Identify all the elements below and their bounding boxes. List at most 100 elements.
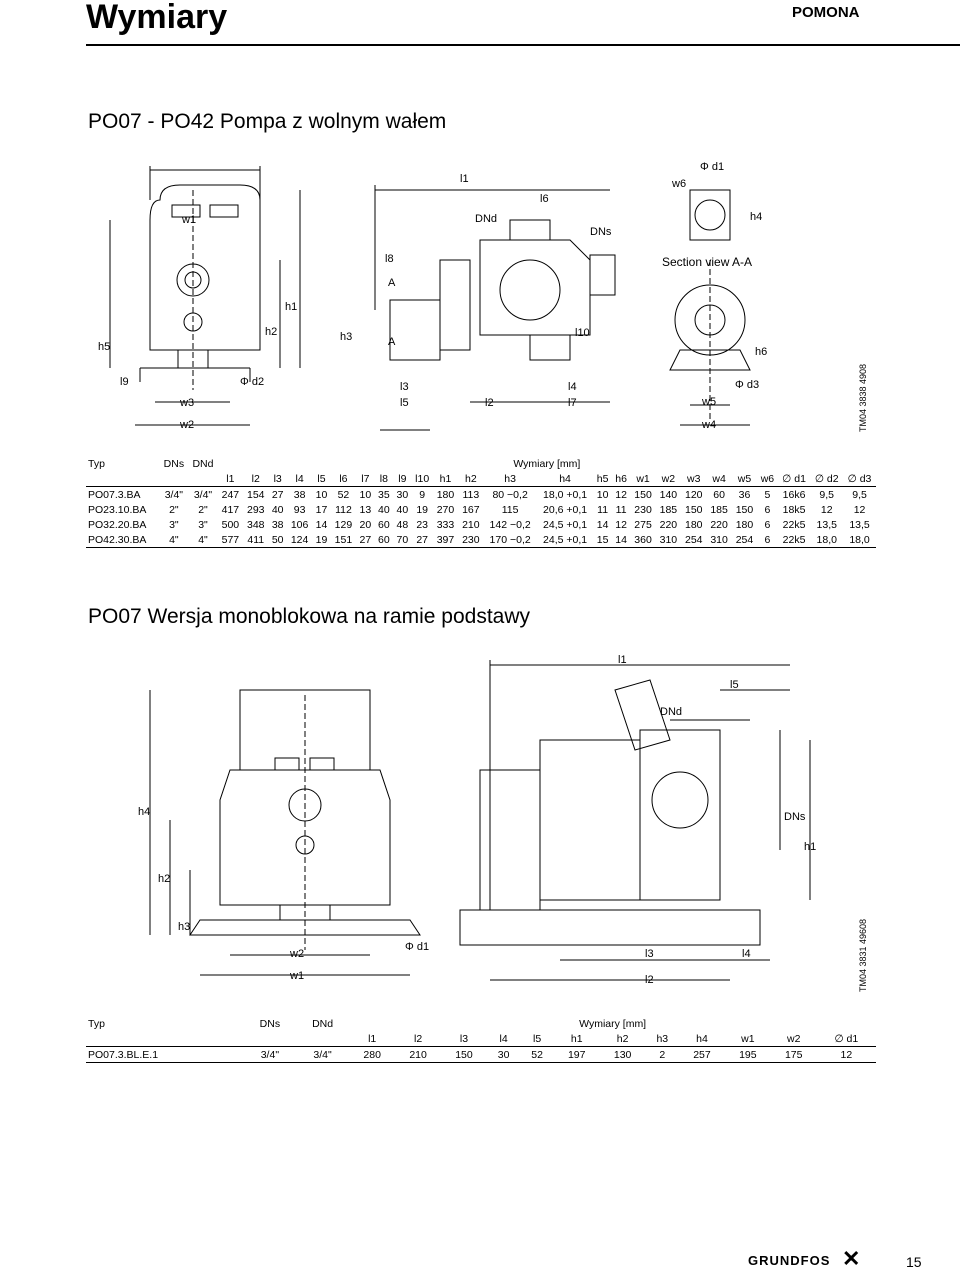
table-column-header: w3 (681, 471, 707, 487)
product-brand: POMONA (792, 4, 860, 21)
grundfos-logo: GRUNDFOS (748, 1253, 831, 1268)
table-cell: 180 (684, 518, 703, 531)
table-cell: 142 −0,2 (489, 518, 531, 531)
table-column-header: l7 (356, 471, 375, 487)
table-cell: 333 (436, 518, 455, 531)
table-column-header: ∅ d1 (816, 1031, 876, 1047)
table-cell: 2" (169, 503, 179, 516)
table-cell: 270 (436, 503, 455, 516)
table-header-spacer (295, 1031, 350, 1047)
table-cell: 140 (659, 488, 678, 501)
table-cell: 18,0 (810, 532, 844, 548)
table-column-header: l9 (393, 471, 412, 487)
table-column-header: ∅ d3 (843, 471, 876, 487)
page-title: Wymiary (86, 0, 228, 36)
table-cell: 2 (645, 1046, 680, 1063)
table-column-header: h4 (536, 471, 594, 487)
table-cell: 80 −0,2 (492, 488, 528, 501)
table-column-header: h4 (679, 1031, 725, 1047)
table-cell: 27 (271, 488, 284, 501)
table-column-header: l5 (520, 1031, 554, 1047)
dim-label-d2: Φ d2 (240, 376, 264, 388)
section1-title: PO07 - PO42 Pompa z wolnym wałem (88, 110, 447, 133)
col-dnd: DNd (192, 457, 214, 470)
table-cell: 6 (757, 532, 778, 548)
table-cell: 3" (169, 518, 179, 531)
table-column-header: l4 (286, 471, 313, 487)
s2-dim-label-DNs: DNs (784, 811, 806, 823)
table-cell: PO07.3.BA (88, 488, 141, 501)
s2-table-caption: Wymiary [mm] (579, 1017, 647, 1030)
dim-label-w1: w1 (181, 214, 196, 226)
table-cell: 113 (462, 488, 480, 501)
table-cell: 150 (735, 503, 754, 516)
table-cell: 17 (315, 503, 328, 516)
table-cell: 154 (246, 488, 265, 501)
table-cell: 30 (396, 488, 409, 501)
dim-label-w5: w5 (701, 396, 716, 408)
table-cell: 293 (246, 503, 265, 516)
table-cell: 23 (416, 518, 429, 531)
dim-label-l1: l1 (460, 173, 469, 185)
s2-dim-label-h3: h3 (178, 921, 190, 933)
table-cell: 220 (710, 518, 728, 531)
table-cell: 417 (221, 503, 240, 516)
table-cell: 150 (684, 503, 703, 516)
table-column-header: w5 (731, 471, 758, 487)
table-cell: 180 (735, 518, 754, 531)
table-cell: 14 (611, 532, 631, 548)
dim-label-w2: w2 (179, 419, 194, 431)
s2-dim-label-w1: w1 (289, 970, 304, 982)
table-cell: 4" (159, 532, 189, 548)
dim-label-d1: Φ d1 (700, 161, 724, 173)
table-header-spacer (243, 1031, 296, 1047)
table-column-header: h3 (483, 471, 537, 487)
table-cell: 70 (393, 532, 412, 548)
s2-dim-label-l2: l2 (645, 974, 654, 986)
table-cell: 50 (268, 532, 287, 548)
table-cell: 13,5 (816, 518, 837, 531)
table-cell: 11 (615, 503, 627, 516)
table-column-header: ∅ d1 (777, 471, 811, 487)
table-cell: 3/4" (164, 488, 184, 501)
table-cell: 10 (315, 488, 328, 501)
section2-title: PO07 Wersja monoblokowa na ramie podstaw… (88, 605, 530, 628)
table-column-header: l3 (268, 471, 287, 487)
table-cell: 60 (374, 532, 394, 548)
table-cell: 48 (396, 518, 409, 531)
table-header-spacer (159, 471, 189, 487)
table-cell: 13 (359, 503, 372, 516)
table-cell: 130 (599, 1046, 646, 1063)
section-view-label: Section view A-A (662, 255, 752, 269)
table-cell: 151 (330, 532, 357, 548)
table-cell: 500 (221, 518, 240, 531)
dim-label-w6: w6 (671, 178, 686, 190)
table-cell: 254 (681, 532, 707, 548)
table-cell: 12 (816, 1046, 876, 1063)
table-header-spacer (86, 1031, 244, 1047)
table-cell: 52 (337, 488, 350, 501)
table-cell: PO07.3.BL.E.1 (86, 1046, 244, 1063)
table-column-header: h1 (432, 471, 459, 487)
table-cell: 360 (630, 532, 656, 548)
table-cell: 2" (198, 503, 208, 516)
table-cell: 27 (411, 532, 433, 548)
table-cell: 230 (634, 503, 652, 516)
s2-dim-label-h1: h1 (804, 841, 816, 853)
table-cell: 185 (710, 503, 728, 516)
table-column-header: h5 (593, 471, 612, 487)
table-column-header: h1 (553, 1031, 600, 1047)
table-cell: 27 (356, 532, 375, 548)
dim-label-h1: h1 (285, 301, 297, 313)
dim-label-l7: l7 (568, 397, 577, 409)
section2-drawing: h4 h2 h3 w2 w1 Φ d1 l1 l5 DNd DNs h1 l3 … (130, 650, 830, 1000)
table-cell: 19 (416, 503, 429, 516)
front-view (109, 166, 301, 426)
section-view (669, 189, 751, 426)
s2-col-typ: Typ (88, 1017, 105, 1030)
table-cell: 3" (198, 518, 208, 531)
col-typ: Typ (88, 457, 105, 470)
table-cell: 12 (820, 503, 833, 516)
